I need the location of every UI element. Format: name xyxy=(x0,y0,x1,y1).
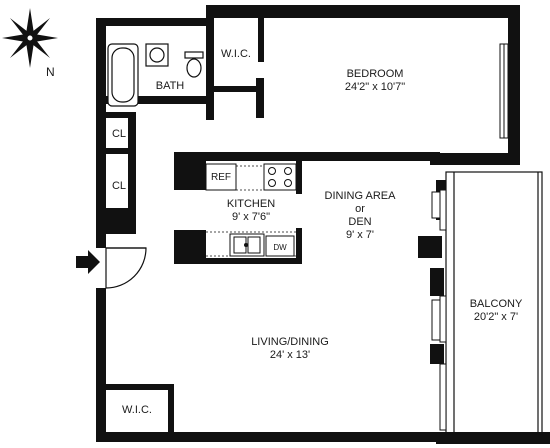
closet-upper-name: CL xyxy=(111,128,127,140)
refrigerator-icon xyxy=(205,163,237,191)
stove-icon xyxy=(263,163,297,191)
bedroom-window xyxy=(499,43,509,139)
dining-label: DINING AREA or DEN 9' x 7' xyxy=(300,190,420,242)
wic-bottom-name: W.I.C. xyxy=(122,404,152,416)
living-label: LIVING/DINING 24' x 13' xyxy=(230,336,350,362)
entry-door xyxy=(105,247,147,289)
wic-top-label: W.I.C. xyxy=(214,48,258,61)
dining-connector: or xyxy=(355,203,365,215)
dw-label: DW xyxy=(273,243,287,252)
wic-bottom-label: W.I.C. xyxy=(112,404,162,417)
compass-north-label: N xyxy=(46,65,55,79)
kitchen-name: KITCHEN xyxy=(226,198,276,210)
wic-top-name: W.I.C. xyxy=(221,48,251,60)
closet-lower-label: CL xyxy=(106,180,132,193)
dining-dims: 9' x 7' xyxy=(345,229,375,241)
dining-name: DINING AREA xyxy=(324,190,396,202)
living-name: LIVING/DINING xyxy=(251,336,329,348)
kitchen-label: KITCHEN 9' x 7'6" xyxy=(206,198,296,224)
dishwasher-icon xyxy=(265,235,295,257)
balcony-dims: 20'2" x 7' xyxy=(473,311,519,323)
bath-name: BATH xyxy=(155,80,185,92)
closet-upper-label: CL xyxy=(106,128,132,141)
dining-alt-name: DEN xyxy=(348,216,372,228)
bathtub-icon xyxy=(107,43,139,107)
kitchen-sink-icon xyxy=(229,233,265,257)
sink-icon xyxy=(145,43,169,67)
wic-bottom-walls xyxy=(106,384,174,432)
bedroom-label: BEDROOM 24'2" x 10'7" xyxy=(300,68,450,94)
balcony-doors xyxy=(431,189,447,431)
compass-icon xyxy=(2,8,58,68)
ref-label: REF xyxy=(211,172,231,183)
bedroom-dims: 24'2" x 10'7" xyxy=(344,81,406,93)
kitchen-dims: 9' x 7'6" xyxy=(231,211,271,223)
balcony-name: BALCONY xyxy=(469,298,523,310)
bedroom-name: BEDROOM xyxy=(346,68,404,80)
entry-arrow-icon xyxy=(76,250,100,274)
bath-label: BATH xyxy=(150,80,190,93)
toilet-icon xyxy=(184,51,204,78)
walls xyxy=(96,5,550,444)
closet-lower-name: CL xyxy=(111,180,127,192)
living-dims: 24' x 13' xyxy=(269,349,311,361)
balcony-label: BALCONY 20'2" x 7' xyxy=(454,298,538,324)
